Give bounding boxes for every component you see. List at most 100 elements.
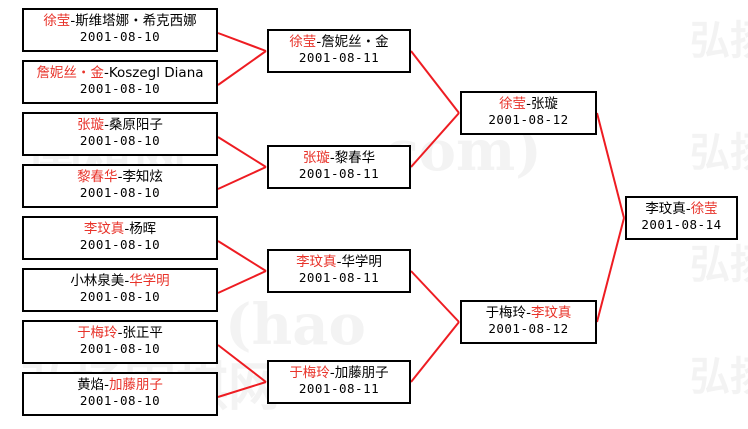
player-loser: 张璇 xyxy=(530,96,558,112)
match-players: 李玟真-徐莹 xyxy=(627,201,736,217)
player-winner: 张璇 xyxy=(302,150,330,166)
player-winner: 黎春华 xyxy=(77,169,118,185)
connector-line xyxy=(410,270,460,323)
match-players: 詹妮丝・金-Koszegl Diana xyxy=(24,65,216,81)
player-separator: - xyxy=(117,169,123,185)
match-players: 张璇-黎春华 xyxy=(269,150,409,166)
connector-line xyxy=(217,381,267,398)
match-players: 于梅玲-加藤朋子 xyxy=(269,365,409,381)
match-date: 2001-08-10 xyxy=(79,185,161,200)
player-winner: 徐莹 xyxy=(289,34,317,50)
connector-line xyxy=(217,270,267,294)
player-separator: - xyxy=(316,34,322,50)
match-node-r2-1[interactable]: 徐莹-詹妮丝・金 2001-08-11 xyxy=(267,29,411,73)
match-node-r3-1[interactable]: 徐莹-张璇 2001-08-12 xyxy=(460,91,597,135)
connector-line xyxy=(217,136,267,168)
player-separator: - xyxy=(103,65,109,81)
match-players: 徐莹-詹妮丝・金 xyxy=(269,34,409,50)
player-separator: - xyxy=(336,254,342,270)
match-players: 黄焰-加藤朋子 xyxy=(24,377,216,393)
match-date: 2001-08-10 xyxy=(79,29,161,44)
player-winner: 于梅玲 xyxy=(77,325,118,341)
connector-line xyxy=(217,166,267,190)
match-players: 徐莹-斯维塔娜・希克西娜 xyxy=(24,13,216,29)
match-node-r2-4[interactable]: 于梅玲-加藤朋子 2001-08-11 xyxy=(267,360,411,404)
match-node-r1-7[interactable]: 于梅玲-张正平 2001-08-10 xyxy=(22,320,218,364)
player-separator: - xyxy=(104,377,109,393)
match-date: 2001-08-10 xyxy=(79,81,161,96)
match-node-final[interactable]: 李玟真-徐莹 2001-08-14 xyxy=(625,196,738,240)
player-loser: Koszegl Diana xyxy=(108,65,204,81)
match-date: 2001-08-11 xyxy=(298,50,380,65)
match-players: 张璇-桑原阳子 xyxy=(24,117,216,133)
match-node-r1-4[interactable]: 黎春华-李知炫 2001-08-10 xyxy=(22,164,218,208)
player-loser: 张正平 xyxy=(122,325,163,341)
connector-line xyxy=(217,344,267,383)
player-winner: 詹妮丝・金 xyxy=(36,65,104,81)
match-node-r1-3[interactable]: 张璇-桑原阳子 2001-08-10 xyxy=(22,112,218,156)
match-date: 2001-08-10 xyxy=(79,237,161,252)
connector-line xyxy=(217,240,267,272)
player-separator: - xyxy=(329,150,335,166)
connector-line xyxy=(217,32,267,52)
match-players: 于梅玲-李玟真 xyxy=(462,305,595,321)
player-separator: - xyxy=(124,221,130,237)
match-node-r1-5[interactable]: 李玟真-杨晖 2001-08-10 xyxy=(22,216,218,260)
player-winner: 于梅玲 xyxy=(289,365,330,381)
watermark-text: (hao xyxy=(225,292,366,358)
match-node-r1-6[interactable]: 小林泉美-华学明 2001-08-10 xyxy=(22,268,218,312)
connector-line xyxy=(596,217,625,323)
match-players: 李玟真-杨晖 xyxy=(24,221,216,237)
player-winner: 张璇 xyxy=(77,117,105,133)
match-node-r3-2[interactable]: 于梅玲-李玟真 2001-08-12 xyxy=(460,300,597,344)
match-date: 2001-08-14 xyxy=(641,217,722,232)
player-separator: - xyxy=(70,13,76,29)
watermark-text: 弘扬 xyxy=(690,129,748,176)
player-loser: 李知炫 xyxy=(122,169,163,185)
player-separator: - xyxy=(329,365,335,381)
connector-line xyxy=(410,321,460,383)
connector-line xyxy=(596,112,625,219)
match-node-r1-8[interactable]: 黄焰-加藤朋子 2001-08-10 xyxy=(22,372,218,416)
match-node-r1-1[interactable]: 徐莹-斯维塔娜・希克西娜 2001-08-10 xyxy=(22,8,218,52)
player-winner: 徐莹 xyxy=(690,201,718,217)
player-loser: 李玟真 xyxy=(645,201,686,217)
match-node-r2-3[interactable]: 李玟真-华学明 2001-08-11 xyxy=(267,249,411,293)
player-winner: 李玟真 xyxy=(530,305,572,321)
match-date: 2001-08-10 xyxy=(79,341,161,356)
player-separator: - xyxy=(104,117,109,133)
connector-line xyxy=(217,50,267,86)
player-winner: 徐莹 xyxy=(43,13,71,29)
match-date: 2001-08-10 xyxy=(79,289,161,304)
match-players: 小林泉美-华学明 xyxy=(24,273,216,289)
match-date: 2001-08-11 xyxy=(298,270,380,285)
watermark-text: 弘扬 xyxy=(690,241,748,288)
player-winner: 李玟真 xyxy=(83,221,125,237)
match-date: 2001-08-12 xyxy=(488,321,569,336)
player-separator: - xyxy=(526,305,531,321)
match-node-r1-2[interactable]: 詹妮丝・金-Koszegl Diana 2001-08-10 xyxy=(22,60,218,104)
connector-line xyxy=(410,112,460,168)
player-loser: 黎春华 xyxy=(334,150,376,166)
connector-line xyxy=(410,50,460,114)
player-loser: 杨晖 xyxy=(129,221,157,237)
match-players: 于梅玲-张正平 xyxy=(24,325,216,341)
player-loser: 桑原阳子 xyxy=(108,117,163,133)
player-separator: - xyxy=(117,325,123,341)
match-players: 徐莹-张璇 xyxy=(462,96,595,112)
match-players: 黎春华-李知炫 xyxy=(24,169,216,185)
player-loser: 华学明 xyxy=(341,254,382,270)
player-winner: 加藤朋子 xyxy=(108,377,163,393)
player-loser: 斯维塔娜・希克西娜 xyxy=(75,13,197,29)
player-loser: 詹妮丝・金 xyxy=(321,34,389,50)
match-date: 2001-08-11 xyxy=(298,381,380,396)
player-separator: - xyxy=(124,273,130,289)
match-date: 2001-08-10 xyxy=(79,393,161,408)
player-loser: 于梅玲 xyxy=(485,305,527,321)
player-winner: 徐莹 xyxy=(499,96,527,112)
player-winner: 李玟真 xyxy=(296,254,337,270)
player-separator: - xyxy=(685,201,691,217)
match-date: 2001-08-12 xyxy=(488,112,569,127)
match-node-r2-2[interactable]: 张璇-黎春华 2001-08-11 xyxy=(267,145,411,189)
